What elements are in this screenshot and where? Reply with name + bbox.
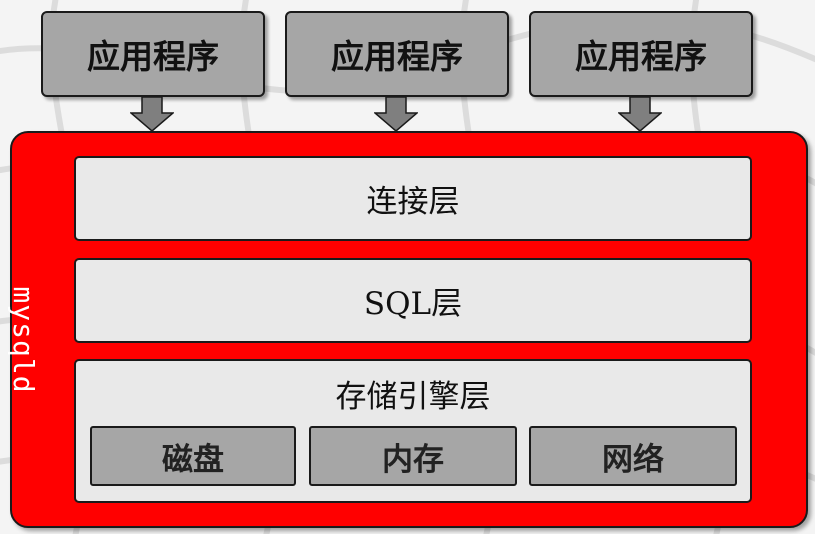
arrow-down-icon: [374, 97, 418, 132]
mysqld-label: mysqld: [7, 286, 41, 394]
application-label: 应用程序: [575, 37, 707, 76]
memory-label: 内存: [382, 441, 444, 478]
sql-layer-label: SQL层: [363, 286, 463, 322]
disk-label: 磁盘: [162, 441, 224, 478]
application-box-1: 应用程序: [41, 11, 265, 97]
application-box-2: 应用程序: [285, 11, 509, 97]
connection-layer: 连接层: [74, 156, 752, 241]
arrow-down-icon: [618, 97, 662, 132]
application-box-3: 应用程序: [529, 11, 753, 97]
storage-engine-layer-label: 存储引擎层: [335, 379, 491, 415]
sql-layer: SQL层: [74, 258, 752, 343]
network-box: 网络: [529, 426, 737, 486]
network-label: 网络: [602, 441, 664, 478]
disk-box: 磁盘: [90, 426, 296, 486]
memory-box: 内存: [309, 426, 517, 486]
application-label: 应用程序: [87, 37, 219, 76]
arrow-down-icon: [130, 97, 174, 132]
application-label: 应用程序: [331, 37, 463, 76]
connection-layer-label: 连接层: [366, 184, 460, 220]
